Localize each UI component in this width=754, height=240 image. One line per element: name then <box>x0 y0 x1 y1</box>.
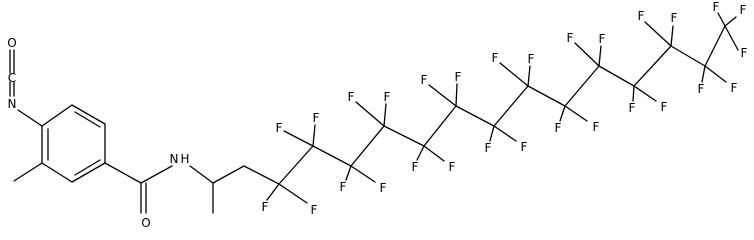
atom-isocyanate-n: N <box>8 97 17 111</box>
bond-f-9b <box>564 105 588 122</box>
atom-f: F <box>731 81 738 95</box>
bond-n-ring <box>17 109 43 127</box>
bond-cf-3 <box>350 125 385 167</box>
atom-f: F <box>313 111 320 125</box>
atom-f: F <box>629 101 636 115</box>
bond-f-2b <box>312 124 316 147</box>
atom-f: F <box>555 121 562 135</box>
bond-ch-ch2 <box>212 165 245 184</box>
atom-f: F <box>421 73 428 87</box>
bonds <box>9 12 739 214</box>
bond-f-4b <box>383 103 387 127</box>
ring-bond-4 <box>71 162 106 183</box>
ring-bond-2-inner <box>74 111 101 128</box>
bond-f-4a <box>355 101 385 127</box>
atom-f: F <box>698 82 705 96</box>
bond-f-6a <box>428 84 457 107</box>
atom-f: F <box>713 0 720 14</box>
atom-amide-h: H <box>180 152 189 166</box>
bond-cf-2 <box>312 145 352 167</box>
bond-ring-carbonyl <box>104 162 142 184</box>
bond-f-14a <box>717 12 726 27</box>
bond-f-1b <box>278 183 308 204</box>
atom-f: F <box>740 3 747 17</box>
ring-bond-1 <box>41 104 73 127</box>
atom-f: F <box>262 200 269 214</box>
bond-cf-6 <box>455 105 495 127</box>
bond-f-7b <box>493 125 517 142</box>
atom-f: F <box>492 51 499 65</box>
atom-f: F <box>412 160 419 174</box>
bond-f-13a <box>701 65 706 83</box>
bond-cf-5 <box>423 105 457 147</box>
bond-n-ch <box>189 165 214 184</box>
atom-f: F <box>276 121 283 135</box>
bond-ch2-cf2a <box>243 165 280 185</box>
bond-cf-12 <box>670 45 706 67</box>
bond-f-13b <box>704 65 727 83</box>
atom-f: F <box>661 100 668 114</box>
atom-amide-n: N <box>170 152 179 166</box>
atom-f: F <box>485 141 492 155</box>
bond-methyl <box>13 162 43 182</box>
bond-f-9a <box>559 105 566 122</box>
atom-f: F <box>593 120 600 134</box>
atom-f: F <box>741 46 748 60</box>
bond-f-8b <box>527 65 531 87</box>
bond-cf-7 <box>493 85 529 127</box>
atom-f: F <box>348 90 355 104</box>
bond-f-14b <box>724 16 737 27</box>
ring-bond-5 <box>41 162 73 183</box>
bond-f-11b <box>633 85 657 102</box>
atom-f: F <box>567 31 574 45</box>
atom-f: F <box>638 9 645 23</box>
bond-f-5b <box>423 145 445 162</box>
atom-f: F <box>671 11 678 25</box>
atom-f: F <box>384 90 391 104</box>
bond-c-n <box>140 165 173 184</box>
bond-cf-9 <box>564 65 600 107</box>
bond-f-7a <box>489 125 495 142</box>
atom-carbonyl-o: O <box>141 216 150 230</box>
ring-bond-4-inner <box>74 159 101 176</box>
atom-f: F <box>449 160 456 174</box>
bond-cf-1 <box>278 145 314 185</box>
bond-f-5a <box>416 145 425 161</box>
bond-cf-4 <box>383 125 425 147</box>
bond-f-14c <box>724 25 739 51</box>
bond-f-1a <box>266 183 280 201</box>
bond-f-2a <box>283 130 314 147</box>
bond-f-10a <box>574 42 600 67</box>
bond-f-6b <box>455 83 458 107</box>
bond-f-12a <box>644 21 672 47</box>
atom-f: F <box>528 52 535 66</box>
atom-f: F <box>380 181 387 195</box>
bond-cf-13 <box>704 25 726 67</box>
bond-cf-11 <box>633 45 672 87</box>
atom-f: F <box>455 70 462 84</box>
ring-bond-2 <box>71 104 106 125</box>
atom-f: F <box>340 180 347 194</box>
bond-f-8a <box>499 62 529 87</box>
atom-isocyanate-c: C <box>8 71 16 85</box>
bond-f-10b <box>598 45 602 67</box>
atom-f: F <box>311 203 318 217</box>
bond-cf-8 <box>527 85 566 107</box>
bond-f-3a <box>345 165 352 181</box>
bond-f-12b <box>670 25 674 47</box>
atom-isocyanate-o: O <box>7 36 16 50</box>
bond-f-3b <box>350 165 376 183</box>
bond-f-11a <box>632 85 635 102</box>
bond-cf-10 <box>598 65 635 87</box>
atom-f: F <box>599 32 606 46</box>
atom-f: F <box>521 140 528 154</box>
atom-labels: O C N O N H F F F F F F F F F F F F F F … <box>7 0 747 230</box>
